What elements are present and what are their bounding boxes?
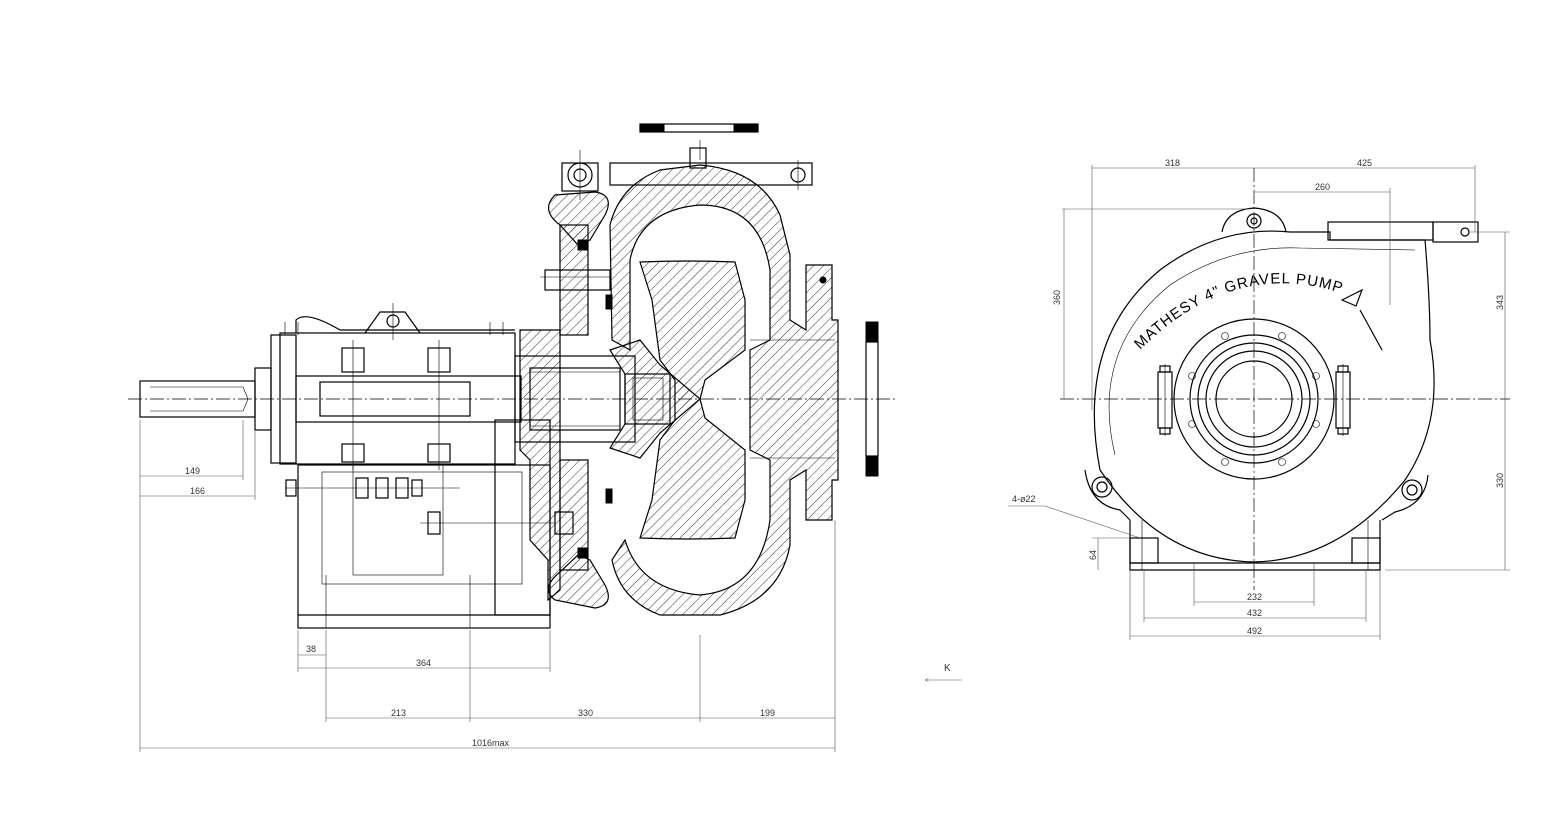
side-sectional-view: 149 166 38 364 213 330 199 1016max K bbox=[128, 123, 962, 752]
dim-318: 318 bbox=[1165, 158, 1180, 168]
dim-holes: 4-ø22 bbox=[1012, 494, 1036, 504]
suction-bolt-holes bbox=[1188, 332, 1320, 466]
suction-bolt-circle bbox=[1173, 318, 1335, 480]
front-base bbox=[1129, 520, 1381, 571]
dim-64: 64 bbox=[1088, 550, 1098, 560]
dim-364: 364 bbox=[416, 658, 431, 668]
dim-330: 330 bbox=[578, 708, 593, 718]
bearing-housing bbox=[279, 303, 522, 470]
dim-213: 213 bbox=[391, 708, 406, 718]
seal-expeller bbox=[514, 191, 636, 609]
front-view-dimensions: 318 425 260 360 343 330 4-ø22 64 232 bbox=[1008, 158, 1510, 640]
dim-232: 232 bbox=[1247, 592, 1262, 602]
dim-166: 166 bbox=[190, 486, 205, 496]
volute-casing bbox=[609, 123, 879, 616]
dim-38: 38 bbox=[306, 644, 316, 654]
casing-outline bbox=[1093, 230, 1435, 563]
pump-nameplate-lettering: MATHESY 4" GRAVEL PUMP bbox=[1131, 270, 1345, 353]
dim-425: 425 bbox=[1357, 158, 1372, 168]
drive-shaft bbox=[139, 334, 297, 464]
dim-432: 432 bbox=[1247, 608, 1262, 618]
dim-492: 492 bbox=[1247, 626, 1262, 636]
dim-260: 260 bbox=[1315, 182, 1330, 192]
impeller-hub bbox=[609, 339, 701, 459]
dim-overall: 1016max bbox=[472, 738, 510, 748]
dim-330-front: 330 bbox=[1495, 473, 1505, 488]
side-view-dimensions: 149 166 38 364 213 330 199 1016max bbox=[139, 420, 836, 752]
view-label-k: K bbox=[944, 663, 951, 674]
dim-199: 199 bbox=[760, 708, 775, 718]
dim-343: 343 bbox=[1495, 295, 1505, 310]
dim-360: 360 bbox=[1052, 290, 1062, 305]
front-view: MATHESY 4" GRAVEL PUMP 318 425 260 3 bbox=[1008, 158, 1510, 640]
view-arrow-k: K bbox=[925, 663, 962, 680]
dim-149: 149 bbox=[185, 466, 200, 476]
